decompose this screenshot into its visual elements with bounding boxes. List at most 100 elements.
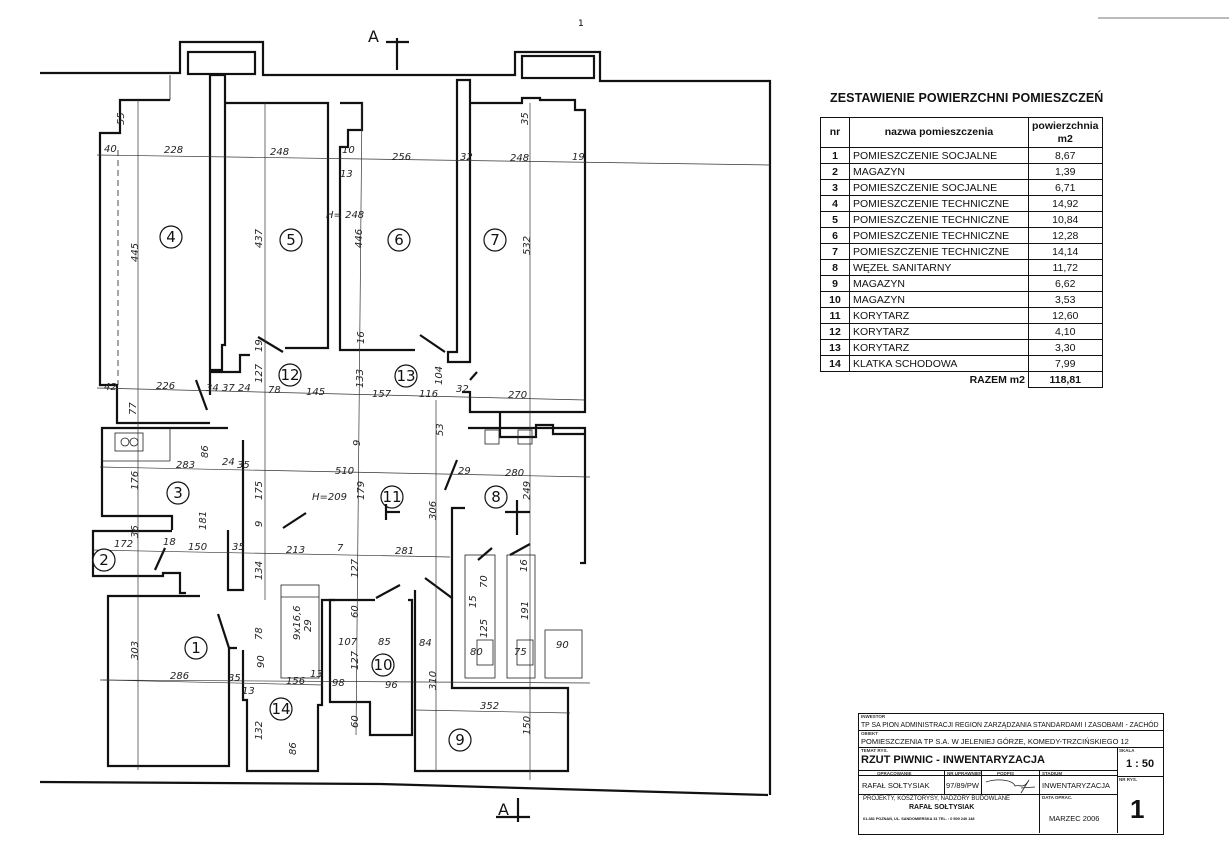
shower-cubicle-2 [506, 554, 536, 679]
room-area: 11,72 [1028, 259, 1103, 276]
svg-text:32: 32 [456, 384, 469, 395]
svg-text:35: 35 [520, 112, 531, 125]
total-spacer [821, 372, 850, 388]
svg-text:1: 1 [191, 639, 201, 657]
drawing-subject: RZUT PIWNIC - INWENTARYZACJA [861, 754, 1045, 766]
room-name: KLATKA SCHODOWA [849, 355, 1029, 372]
stove-box [114, 432, 144, 452]
svg-text:86: 86 [200, 445, 211, 458]
svg-text:90: 90 [556, 640, 569, 651]
svg-text:352: 352 [480, 701, 499, 712]
svg-text:9: 9 [352, 440, 363, 446]
header-area: powierzchnia m2 [1028, 117, 1103, 148]
outer-boundary [40, 40, 772, 795]
svg-text:306: 306 [428, 501, 439, 520]
room-8-label: 8 [484, 485, 508, 509]
svg-text:8: 8 [491, 488, 501, 506]
svg-text:11: 11 [382, 488, 401, 506]
author: RAFAŁ SOŁTYSIAK [862, 781, 930, 790]
svg-text:150: 150 [522, 716, 533, 735]
room-number: 8 [820, 259, 850, 276]
license-number: 97/89/PW [946, 781, 979, 790]
light-well-left [186, 50, 257, 76]
cross-markers [384, 500, 530, 535]
svg-text:2: 2 [99, 551, 109, 569]
room-name: POMIESZCZENIE TECHNICZNE [849, 195, 1029, 212]
room-13-label: 13 [394, 364, 418, 388]
svg-text:55: 55 [116, 112, 127, 125]
svg-text:19: 19 [572, 152, 585, 163]
svg-text:60: 60 [350, 605, 361, 618]
svg-text:125: 125 [479, 619, 490, 638]
corridor-12-wall [208, 353, 250, 395]
svg-text:34: 34 [206, 383, 219, 394]
svg-text:9x16,6: 9x16,6 [292, 605, 303, 640]
svg-text:510: 510 [335, 466, 354, 477]
svg-text:228: 228 [164, 145, 183, 156]
room-number: 14 [820, 355, 850, 372]
signature [985, 779, 1036, 794]
svg-text:127: 127 [254, 363, 265, 383]
svg-text:445: 445 [130, 243, 141, 262]
object: POMIESZCZENIA TP S.A. W JELENIEJ GÓRZE, … [861, 737, 1129, 746]
room-area: 1,39 [1028, 163, 1103, 180]
room-number: 2 [820, 163, 850, 180]
svg-text:75: 75 [514, 647, 527, 658]
svg-text:9: 9 [254, 521, 265, 527]
table-header-row: nr nazwa pomieszczenia powierzchnia m2 [820, 117, 1103, 148]
room-1-label: 1 [184, 636, 208, 660]
svg-text:133: 133 [355, 369, 366, 388]
svg-text:A: A [368, 27, 379, 46]
svg-text:4: 4 [166, 228, 176, 246]
room-3-label: 3 [166, 481, 190, 505]
date-label: DATA OPRAC. [1042, 795, 1073, 800]
room-10-label: 10 [371, 653, 395, 677]
firm-address: 61-381 POZNAŃ, UL. SANDOMIERSKA 31 TEL. … [863, 817, 975, 821]
svg-text:9: 9 [455, 731, 465, 749]
svg-text:175: 175 [254, 481, 265, 500]
svg-text:70: 70 [479, 575, 490, 588]
central-wall [226, 440, 245, 592]
svg-text:98: 98 [332, 678, 345, 689]
svg-text:256: 256 [392, 152, 411, 163]
room-area: 3,30 [1028, 339, 1103, 356]
svg-text:12: 12 [280, 366, 299, 384]
room-2-wall [91, 529, 186, 595]
svg-text:H= 248: H= 248 [326, 210, 364, 221]
svg-text:249: 249 [522, 481, 533, 500]
svg-text:36: 36 [130, 525, 141, 538]
svg-text:16: 16 [519, 559, 530, 572]
room-6-label: 6 [387, 228, 411, 252]
room-area: 12,60 [1028, 307, 1103, 324]
license-label: NR UPRAWNIEŃ [947, 771, 983, 776]
svg-text:116: 116 [419, 389, 438, 400]
svg-text:80: 80 [470, 647, 483, 658]
svg-text:42: 42 [104, 382, 117, 393]
room-name: KORYTARZ [849, 323, 1029, 340]
sink-icon [517, 429, 533, 445]
stove-burner-icon [120, 437, 130, 447]
svg-text:77: 77 [128, 402, 139, 415]
svg-text:176: 176 [130, 471, 141, 490]
svg-text:10: 10 [373, 656, 392, 674]
room-name: KORYTARZ [849, 307, 1029, 324]
stage: INWENTARYZACJA [1042, 781, 1111, 790]
date: MARZEC 2006 [1049, 814, 1100, 823]
svg-text:127: 127 [350, 558, 361, 578]
toilet-icon [476, 639, 494, 666]
svg-text:213: 213 [286, 545, 305, 556]
drawing-number: 1 [1130, 794, 1145, 824]
sink-icon [484, 429, 500, 445]
room-5-label: 5 [279, 228, 303, 252]
header-nr: nr [820, 117, 850, 148]
svg-text:107: 107 [338, 637, 358, 648]
svg-text:303: 303 [130, 641, 141, 660]
staircase [280, 584, 320, 679]
room-area: 14,14 [1028, 243, 1103, 260]
